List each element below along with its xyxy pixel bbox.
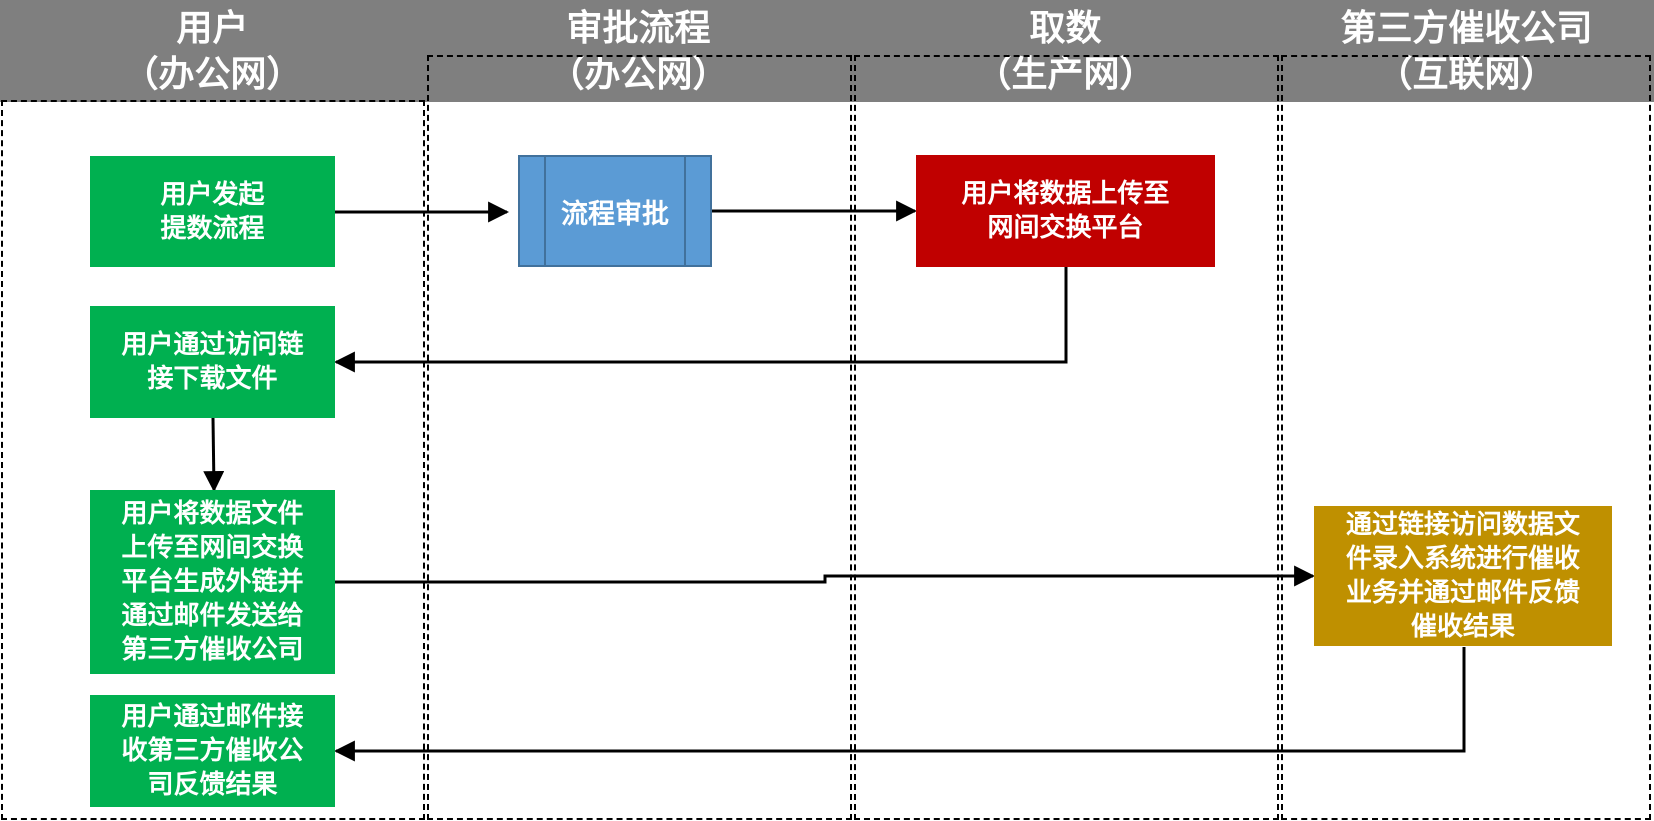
node-upload-line-2: 网间交换平台 xyxy=(987,213,1144,243)
lane-approval xyxy=(427,55,852,820)
lane-user xyxy=(1,100,425,820)
lane-title-user-name: 用户 xyxy=(176,8,249,49)
node-download-line-2: 接下载文件 xyxy=(147,364,278,394)
node-share-link[interactable]: 用户将数据文件 上传至网间交换 平台生成外链并 通过邮件发送给 第三方催收公司 xyxy=(90,490,335,674)
node-share-line-1: 用户将数据文件 xyxy=(121,499,304,529)
lane-data xyxy=(854,55,1279,820)
node-approval-label: 流程审批 xyxy=(561,198,669,230)
lane-title-data-network: （生产网） xyxy=(975,54,1156,95)
node-upload-line-1: 用户将数据上传至 xyxy=(961,179,1170,209)
node-share-line-2: 上传至网间交换 xyxy=(121,533,304,563)
node-collection-line-1: 通过链接访问数据文 xyxy=(1345,510,1580,540)
lane-title-approval: 审批流程 （办公网） xyxy=(425,6,852,102)
lane-title-user: 用户 （办公网） xyxy=(0,6,425,102)
node-start-extraction[interactable]: 用户发起 提数流程 xyxy=(90,156,335,267)
node-start-line-1: 用户发起 xyxy=(160,179,265,210)
node-receive-line-3: 司反馈结果 xyxy=(147,770,278,800)
arrow-download-to-share-link xyxy=(203,417,225,493)
node-start-line-2: 提数流程 xyxy=(160,213,265,244)
lane-title-data: 取数 （生产网） xyxy=(852,6,1279,102)
process-bar-right xyxy=(684,157,686,265)
lane-title-user-network: （办公网） xyxy=(122,54,303,95)
node-download-file[interactable]: 用户通过访问链 接下载文件 xyxy=(90,306,335,418)
lane-title-third-party: 第三方催收公司 （互联网） xyxy=(1279,6,1654,102)
node-receive-line-1: 用户通过邮件接 xyxy=(121,702,304,732)
lane-third-party xyxy=(1281,55,1651,820)
process-bar-left xyxy=(544,157,546,265)
lane-title-approval-name: 审批流程 xyxy=(566,8,711,49)
lane-title-approval-network: （办公网） xyxy=(548,54,729,95)
node-receive-result[interactable]: 用户通过邮件接 收第三方催收公 司反馈结果 xyxy=(90,695,335,807)
node-receive-line-2: 收第三方催收公 xyxy=(121,736,304,766)
lane-title-data-name: 取数 xyxy=(1029,8,1102,49)
arrow-share-link-to-collection xyxy=(335,565,1316,587)
lane-title-third-party-network: （互联网） xyxy=(1376,54,1557,95)
arrow-collection-to-receive xyxy=(333,647,1466,762)
arrow-upload-to-download xyxy=(333,267,1068,373)
lane-title-third-party-name: 第三方催收公司 xyxy=(1340,8,1593,49)
node-collection-line-4: 催收结果 xyxy=(1410,612,1515,642)
node-approval[interactable]: 流程审批 xyxy=(518,155,712,267)
node-share-line-3: 平台生成外链并 xyxy=(121,567,304,597)
node-share-line-5: 第三方催收公司 xyxy=(121,635,304,665)
node-collection-line-2: 件录入系统进行催收 xyxy=(1345,544,1580,574)
header-bar xyxy=(0,0,1654,102)
node-collection-line-3: 业务并通过邮件反馈 xyxy=(1345,578,1580,608)
node-third-party-collection[interactable]: 通过链接访问数据文 件录入系统进行催收 业务并通过邮件反馈 催收结果 xyxy=(1314,506,1612,646)
node-upload-platform[interactable]: 用户将数据上传至 网间交换平台 xyxy=(916,155,1215,267)
node-share-line-4: 通过邮件发送给 xyxy=(121,601,304,631)
node-download-line-1: 用户通过访问链 xyxy=(121,330,304,360)
